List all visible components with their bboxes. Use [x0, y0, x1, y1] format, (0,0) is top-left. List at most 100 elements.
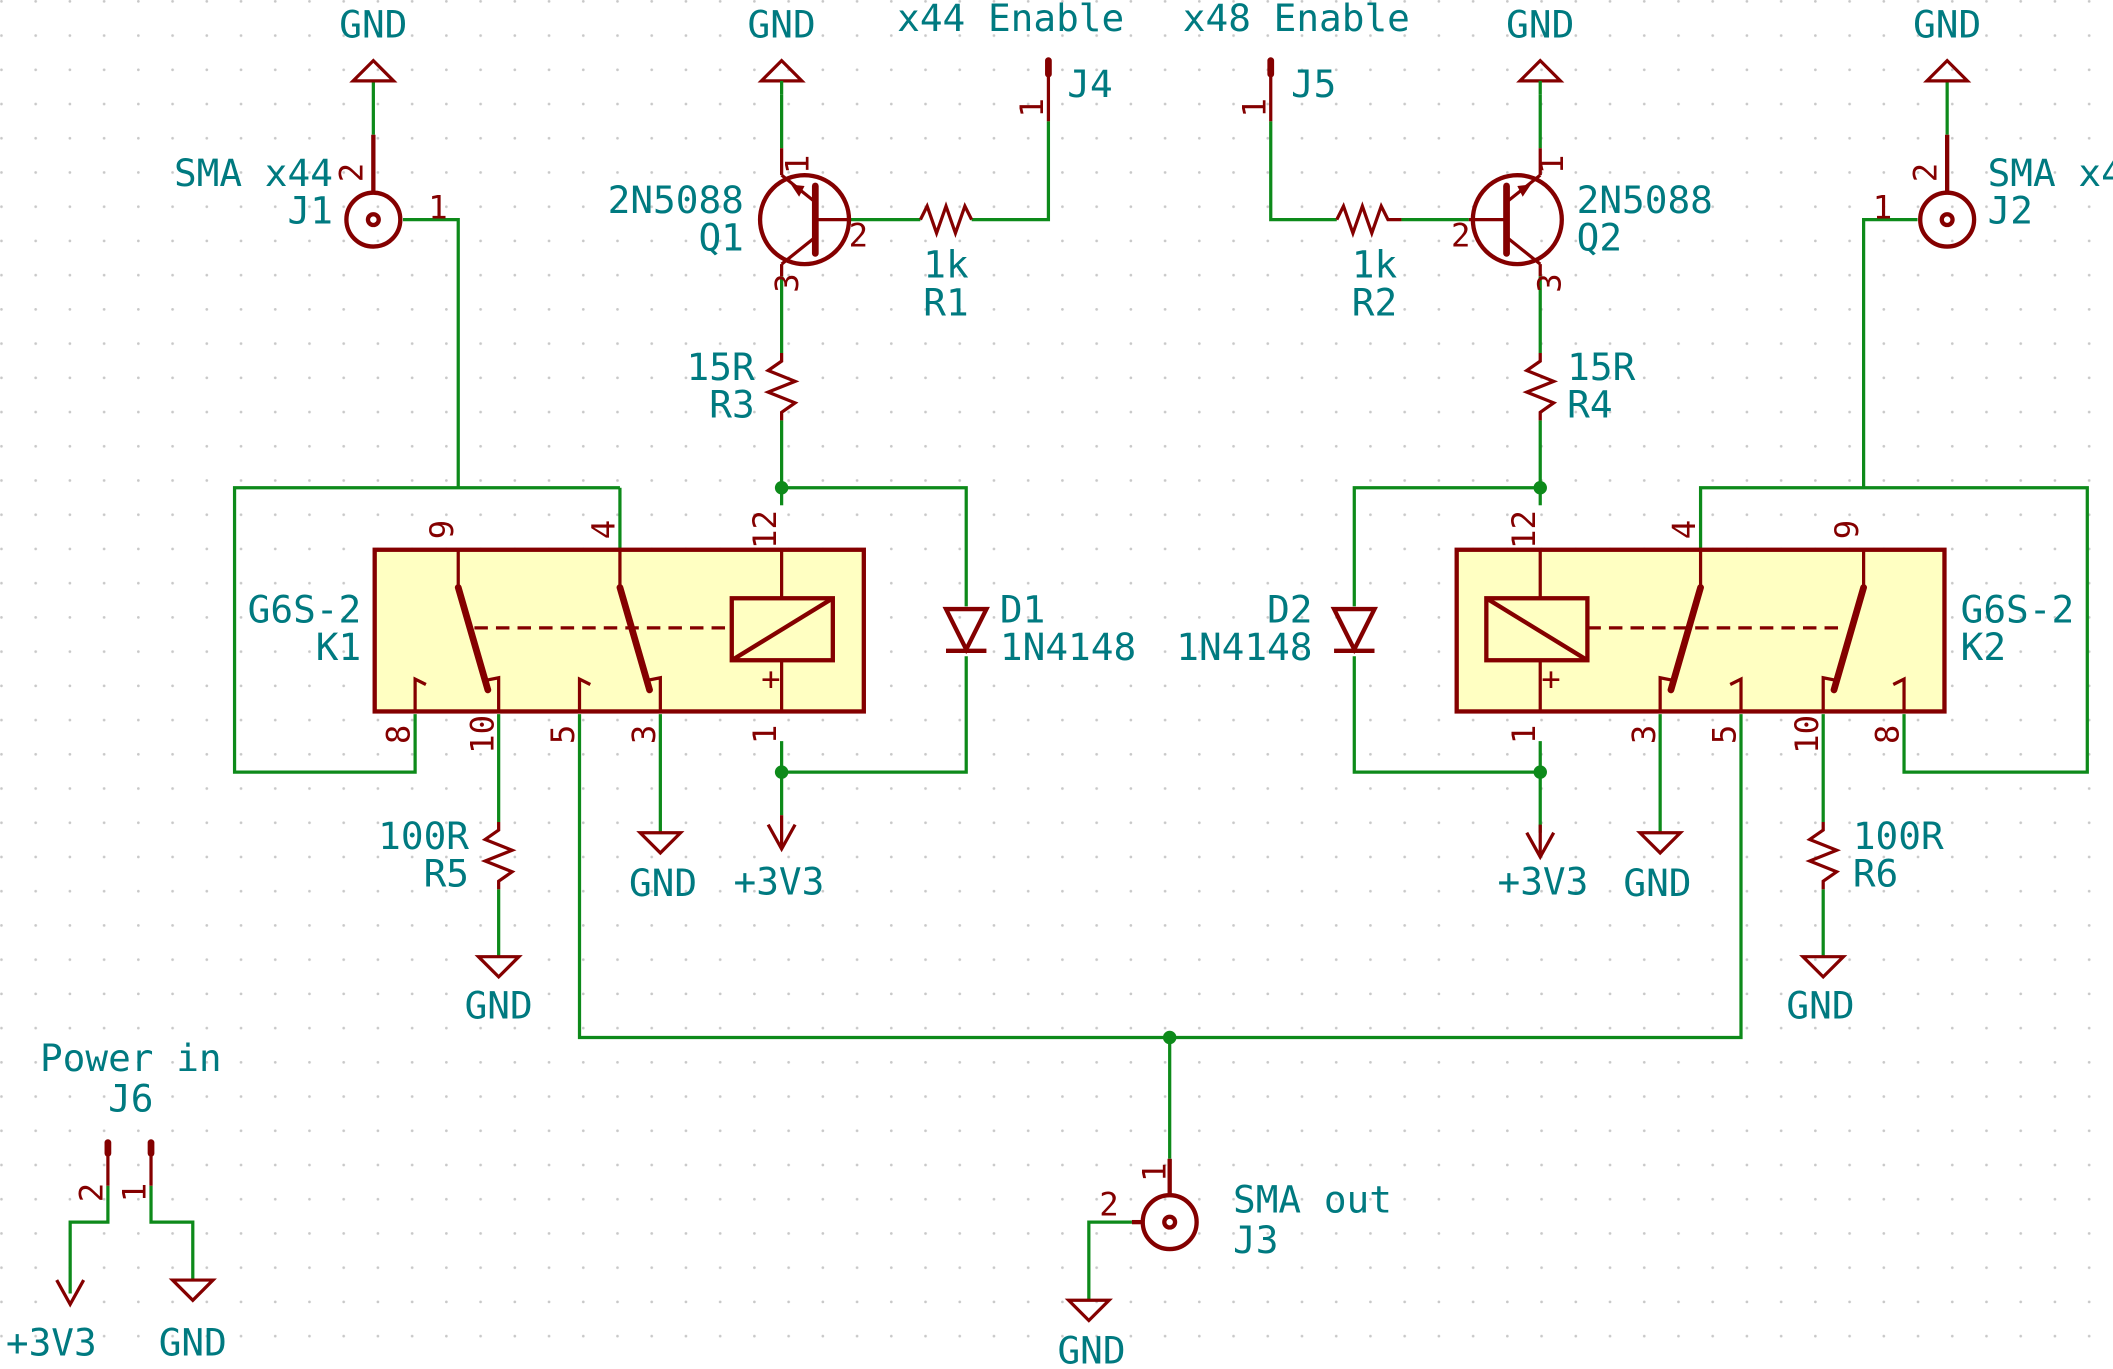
svg-text:2: 2: [1906, 163, 1944, 182]
svg-text:1N4148: 1N4148: [1176, 625, 1312, 669]
svg-text:R2: R2: [1352, 280, 1397, 324]
svg-text:J1: J1: [288, 189, 333, 233]
gnd-symbol-q2: GND: [1506, 3, 1574, 95]
svg-text:2: 2: [1099, 1185, 1118, 1223]
connector-j2: 2 1 SMA x48 J2: [1873, 134, 2113, 249]
svg-text:GND: GND: [465, 984, 533, 1028]
svg-text:1k: 1k: [1352, 243, 1398, 287]
svg-text:1: 1: [746, 725, 784, 744]
connector-j6: 2 1 Power in J6: [40, 1036, 222, 1202]
svg-text:J5: J5: [1291, 62, 1336, 106]
connector-j4: 1 J4 x44 Enable: [897, 0, 1124, 122]
svg-text:SMA x44: SMA x44: [174, 151, 333, 195]
svg-text:12: 12: [1505, 510, 1543, 549]
svg-text:12: 12: [746, 510, 784, 549]
svg-text:+3V3: +3V3: [734, 860, 825, 904]
gnd-symbol-k2-pin3: GND: [1623, 831, 1692, 905]
diode-d2: D2 1N4148: [1176, 588, 1378, 669]
svg-text:+3V3: +3V3: [6, 1321, 97, 1365]
svg-text:9: 9: [423, 520, 461, 539]
svg-text:15R: 15R: [1567, 345, 1635, 389]
svg-text:5: 5: [544, 725, 582, 744]
svg-text:G6S-2: G6S-2: [248, 588, 362, 632]
svg-text:4: 4: [1665, 520, 1703, 539]
svg-text:8: 8: [1869, 725, 1907, 744]
svg-text:1: 1: [1235, 98, 1273, 117]
svg-text:4: 4: [585, 520, 623, 539]
svg-text:R4: R4: [1567, 383, 1612, 427]
svg-text:GND: GND: [1913, 3, 1981, 47]
svg-text:1: 1: [1136, 1163, 1174, 1182]
svg-text:1N4148: 1N4148: [1000, 625, 1136, 669]
svg-text:Q2: Q2: [1577, 216, 1622, 260]
svg-text:1: 1: [1873, 188, 1892, 226]
v33-symbol-k1: +3V3: [734, 815, 825, 904]
svg-text:100R: 100R: [378, 814, 469, 858]
svg-text:GND: GND: [1057, 1329, 1125, 1369]
relay-k2: + 12 4 9 1 3 5 10 8 G6S-2 K2: [1454, 510, 2075, 754]
svg-text:100R: 100R: [1853, 814, 1944, 858]
svg-text:1: 1: [116, 1183, 154, 1202]
gnd-symbol-j6: GND: [159, 1278, 227, 1365]
gnd-symbol-j2: GND: [1913, 3, 1981, 83]
svg-text:5: 5: [1706, 725, 1744, 744]
svg-text:GND: GND: [629, 861, 697, 905]
relay-k1: + 9 4 12 8 10 5 3 1 G6S-2 K1: [248, 510, 866, 754]
svg-text:Q1: Q1: [698, 216, 743, 260]
svg-text:2: 2: [73, 1183, 111, 1202]
resistor-r5: 100R R5: [378, 814, 517, 896]
svg-text:K1: K1: [316, 625, 361, 669]
svg-text:10: 10: [1788, 715, 1826, 754]
svg-text:R6: R6: [1853, 852, 1898, 896]
wires: [68, 80, 2089, 1301]
connector-j1: 2 1 SMA x44 J1: [174, 134, 448, 249]
svg-text:3: 3: [625, 725, 663, 744]
svg-text:x48 Enable: x48 Enable: [1183, 0, 1410, 40]
svg-text:8: 8: [380, 725, 418, 744]
svg-text:J6: J6: [108, 1077, 153, 1121]
svg-text:1k: 1k: [923, 243, 969, 287]
svg-text:2: 2: [849, 217, 868, 255]
v33-symbol-k2: +3V3: [1498, 824, 1589, 904]
svg-text:10: 10: [463, 715, 501, 754]
v33-symbol-j6: +3V3: [6, 1279, 97, 1365]
diode-d1: D1 1N4148: [942, 588, 1136, 669]
svg-text:D2: D2: [1267, 588, 1312, 632]
svg-text:3: 3: [1530, 273, 1568, 292]
svg-text:Power in: Power in: [40, 1036, 222, 1080]
svg-text:D1: D1: [1000, 588, 1045, 632]
svg-text:+: +: [761, 660, 780, 698]
resistor-r4: 15R R4: [1522, 345, 1636, 427]
svg-text:GND: GND: [1506, 3, 1574, 47]
svg-text:R5: R5: [424, 852, 469, 896]
svg-text:1: 1: [1013, 98, 1051, 117]
svg-text:3: 3: [1625, 725, 1663, 744]
gnd-symbol-j1: GND: [339, 3, 407, 83]
svg-text:K2: K2: [1961, 625, 2006, 669]
resistor-r2: 1k R2: [1335, 201, 1402, 324]
svg-text:1: 1: [779, 155, 817, 174]
svg-text:GND: GND: [748, 3, 816, 47]
gnd-symbol-q1: GND: [748, 3, 816, 95]
svg-text:J2: J2: [1988, 189, 2033, 233]
svg-text:GND: GND: [339, 3, 407, 47]
svg-text:J4: J4: [1067, 62, 1112, 106]
gnd-symbol-k1-pin3: GND: [629, 831, 697, 905]
svg-text:1: 1: [428, 188, 447, 226]
svg-text:J3: J3: [1233, 1218, 1278, 1262]
svg-text:G6S-2: G6S-2: [1961, 588, 2075, 632]
transistor-q2: 1 2 3 2N5088 Q2: [1451, 148, 1713, 293]
svg-text:R3: R3: [709, 383, 754, 427]
svg-text:x44 Enable: x44 Enable: [897, 0, 1124, 40]
svg-text:1: 1: [1505, 725, 1543, 744]
gnd-symbol-r5: GND: [465, 955, 533, 1028]
resistor-r6: 100R R6: [1805, 814, 1944, 896]
connector-j5: 1 J5 x48 Enable: [1183, 0, 1410, 122]
svg-text:1: 1: [1533, 155, 1571, 174]
connector-j3: 1 2 SMA out J3: [1099, 1158, 1392, 1262]
svg-text:GND: GND: [1786, 984, 1854, 1028]
svg-text:R1: R1: [923, 280, 968, 324]
svg-text:+3V3: +3V3: [1498, 860, 1589, 904]
svg-text:15R: 15R: [687, 345, 755, 389]
